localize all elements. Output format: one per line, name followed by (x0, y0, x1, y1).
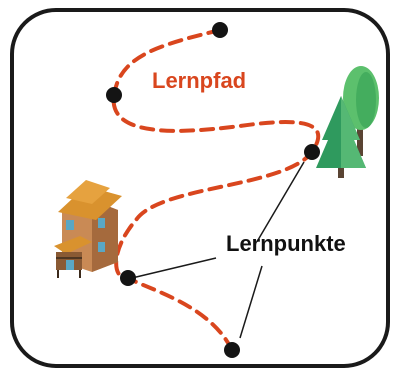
learning-point-3 (304, 144, 320, 160)
pointer-line-lower (239, 265, 263, 339)
learning-point-1 (212, 22, 228, 38)
pointer-line-left (131, 257, 217, 279)
points-label: Lernpunkte (226, 231, 346, 256)
learning-point-2 (106, 87, 122, 103)
house-icon (54, 180, 122, 278)
frame-border (10, 8, 390, 368)
path-label: Lernpfad (152, 68, 247, 93)
pointer-line-upper (257, 161, 305, 241)
trees-icon (316, 66, 379, 178)
learning-point-5 (224, 342, 240, 358)
learning-point-4 (120, 270, 136, 286)
